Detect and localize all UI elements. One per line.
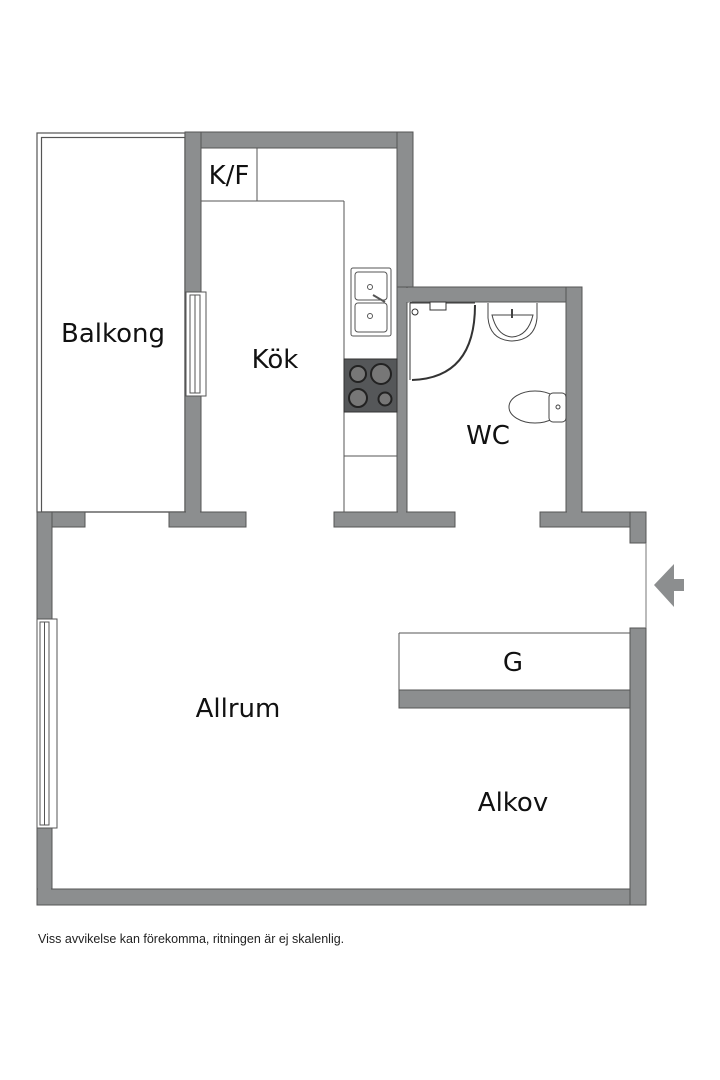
wall-joins bbox=[38, 133, 645, 904]
kitchen-counter bbox=[201, 148, 397, 512]
room-label-alkov: Alkov bbox=[477, 788, 549, 818]
walls bbox=[36, 131, 647, 906]
entrance-arrow-icon bbox=[654, 564, 684, 607]
room-label-g: G bbox=[502, 648, 524, 678]
room-label-kf: K/F bbox=[208, 161, 250, 191]
g-cabinet-outline bbox=[398, 632, 630, 690]
room-label-kok: Kök bbox=[251, 345, 299, 375]
living-room-window bbox=[36, 618, 58, 829]
double-sink bbox=[350, 267, 392, 337]
room-label-wc: WC bbox=[466, 421, 510, 451]
toilet bbox=[508, 390, 567, 424]
washbasin bbox=[487, 303, 538, 342]
stove bbox=[343, 358, 398, 413]
disclaimer-note: Viss avvikelse kan förekomma, ritningen … bbox=[38, 932, 345, 946]
room-label-balkong: Balkong bbox=[60, 319, 166, 349]
shower bbox=[409, 301, 476, 381]
kitchen-window bbox=[185, 291, 207, 397]
room-label-allrum: Allrum bbox=[195, 694, 281, 724]
balcony-outline bbox=[36, 132, 186, 513]
